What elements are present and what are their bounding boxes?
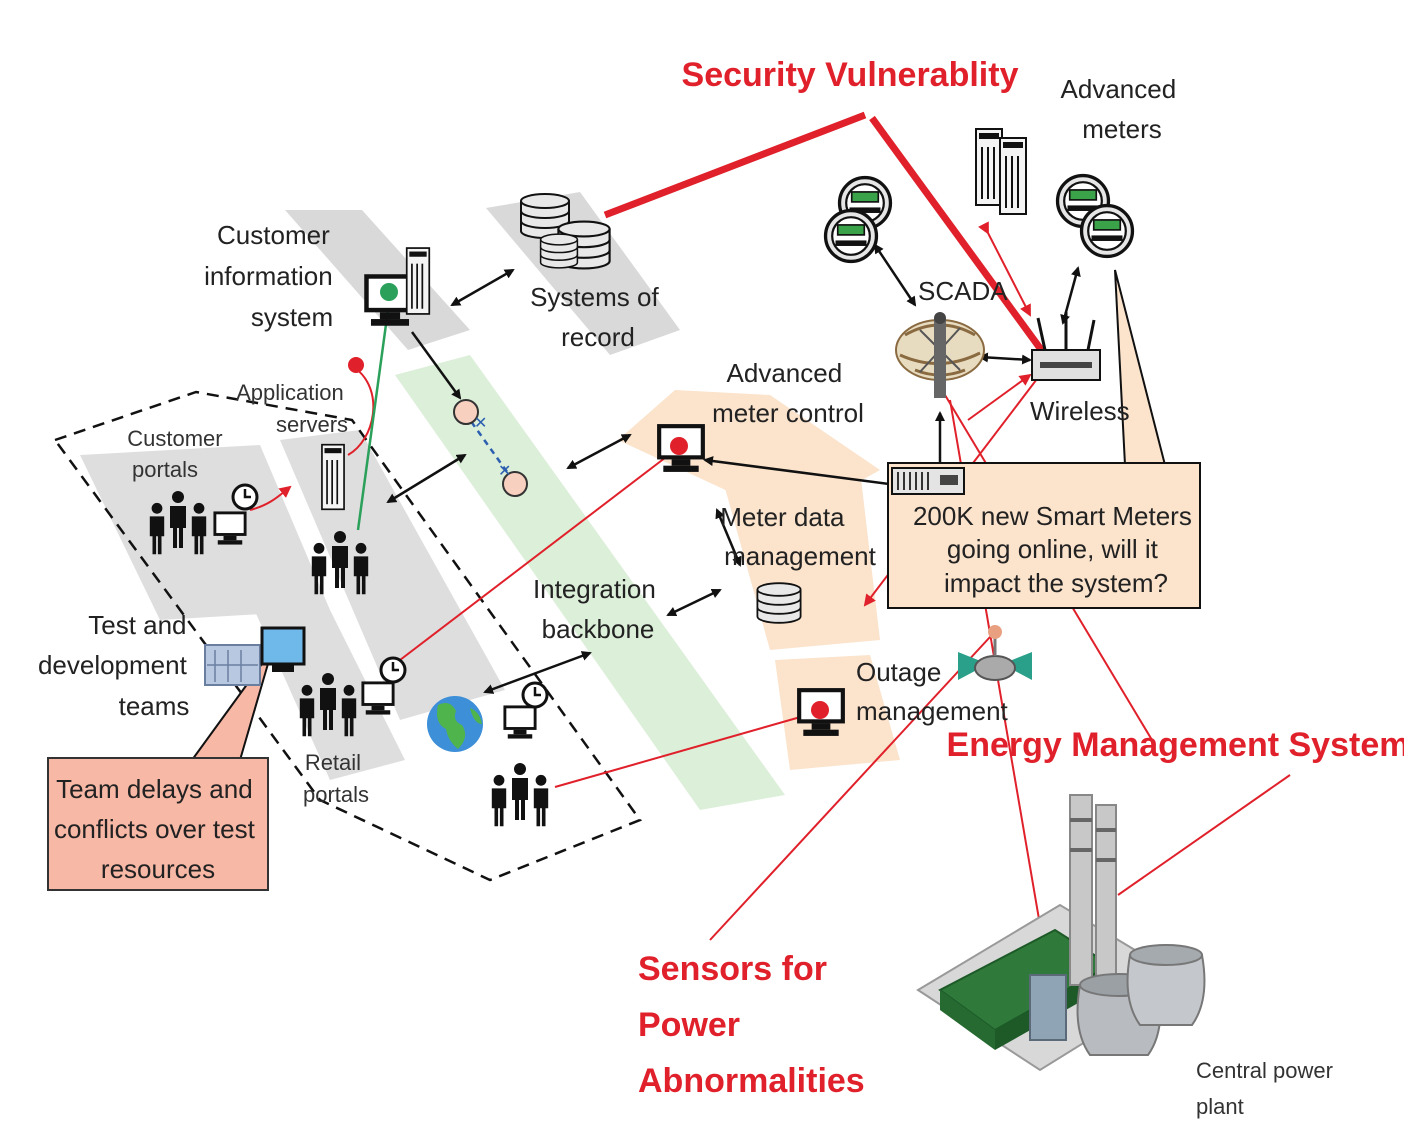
label-test-and-development-teams: Test and development teams — [38, 610, 194, 721]
dashed-boundary — [52, 390, 642, 882]
green-zone-backbone — [395, 355, 785, 810]
server-rack-icon — [891, 467, 965, 495]
label-integration-backbone: Integration backbone — [533, 574, 663, 644]
app-server-icon — [321, 443, 345, 511]
sensor-icon — [958, 625, 1032, 681]
meter-tower-icon — [974, 127, 1004, 207]
cis-green-dot-icon — [380, 283, 398, 301]
people-group-icon-10 — [491, 774, 507, 827]
team-delays-callout-text: Team delays and conflicts over test reso… — [54, 774, 262, 884]
integration-node-icon — [453, 399, 479, 425]
database-disks-icon-3 — [539, 233, 579, 269]
label-meter-data-management: Meter data management — [720, 502, 876, 571]
label-outage-management: Outage management — [856, 657, 1009, 726]
wireless-router-icon — [1031, 312, 1101, 381]
label-systems-of-record: Systems of record — [530, 282, 666, 352]
lower-monitor-icon — [503, 705, 537, 739]
zone-layer — [80, 192, 900, 810]
labels-layer: Customer information system Systems of r… — [38, 56, 1404, 1119]
scada-hub-icon — [895, 312, 985, 398]
test-monitor-icon — [260, 626, 306, 666]
annotation-sensors: Sensors for Power Abnormalities — [638, 950, 865, 1100]
label-retail-portals: Retail portals — [303, 750, 369, 807]
smart-meters-callout-tail — [1114, 269, 1167, 466]
meter-control-red-dot-icon — [670, 437, 688, 455]
test-monitor-stand-icon — [272, 664, 294, 672]
label-advanced-meters: Advanced meters — [1061, 74, 1184, 144]
globe-land-icon — [437, 703, 482, 749]
black-connectors — [386, 243, 1081, 694]
people-group-icon-12 — [533, 774, 549, 827]
icon-layer: ✕ ✕ — [149, 127, 1206, 1072]
label-scada: SCADA — [918, 276, 1008, 306]
green-connector — [356, 294, 392, 531]
outage-red-dot-icon — [811, 701, 829, 719]
meter-tower-icon-2 — [998, 136, 1028, 216]
annotation-energy-management-system: Energy Management System — [947, 726, 1404, 764]
office-windows-icon — [207, 650, 258, 682]
label-customer-information-system: Customer information system — [204, 220, 340, 332]
smart-meters-callout-text: 200K new Smart Meters going online, will… — [913, 501, 1199, 598]
label-central-power-plant: Central power plant — [1196, 1058, 1339, 1119]
integration-node-x-icon-2: ✕ — [498, 463, 511, 480]
clock-icon-3 — [521, 681, 549, 709]
meter-icon-4 — [1079, 203, 1135, 259]
clock-icon-2 — [379, 656, 407, 684]
people-group-icon-11 — [512, 763, 528, 820]
power-plant-icon — [916, 794, 1206, 1072]
label-advanced-meter-control: Advanced meter control — [712, 358, 864, 428]
integration-node-icon-2 — [502, 471, 528, 497]
label-customer-portals: Customer portals — [127, 426, 228, 482]
team-delays-callout-box — [47, 757, 269, 891]
mdm-database-icon — [756, 582, 802, 624]
meter-icon-2 — [823, 208, 879, 264]
integration-node-x-icon: ✕ — [474, 415, 487, 432]
cis-server-icon — [405, 247, 431, 315]
label-application-servers: Application servers — [236, 380, 350, 437]
annotation-security-vulnerability: Security Vulnerablity — [682, 56, 1019, 94]
label-wireless: Wireless — [1030, 396, 1130, 426]
clock-icon — [231, 483, 259, 511]
app-server-red-dot — [348, 357, 364, 373]
